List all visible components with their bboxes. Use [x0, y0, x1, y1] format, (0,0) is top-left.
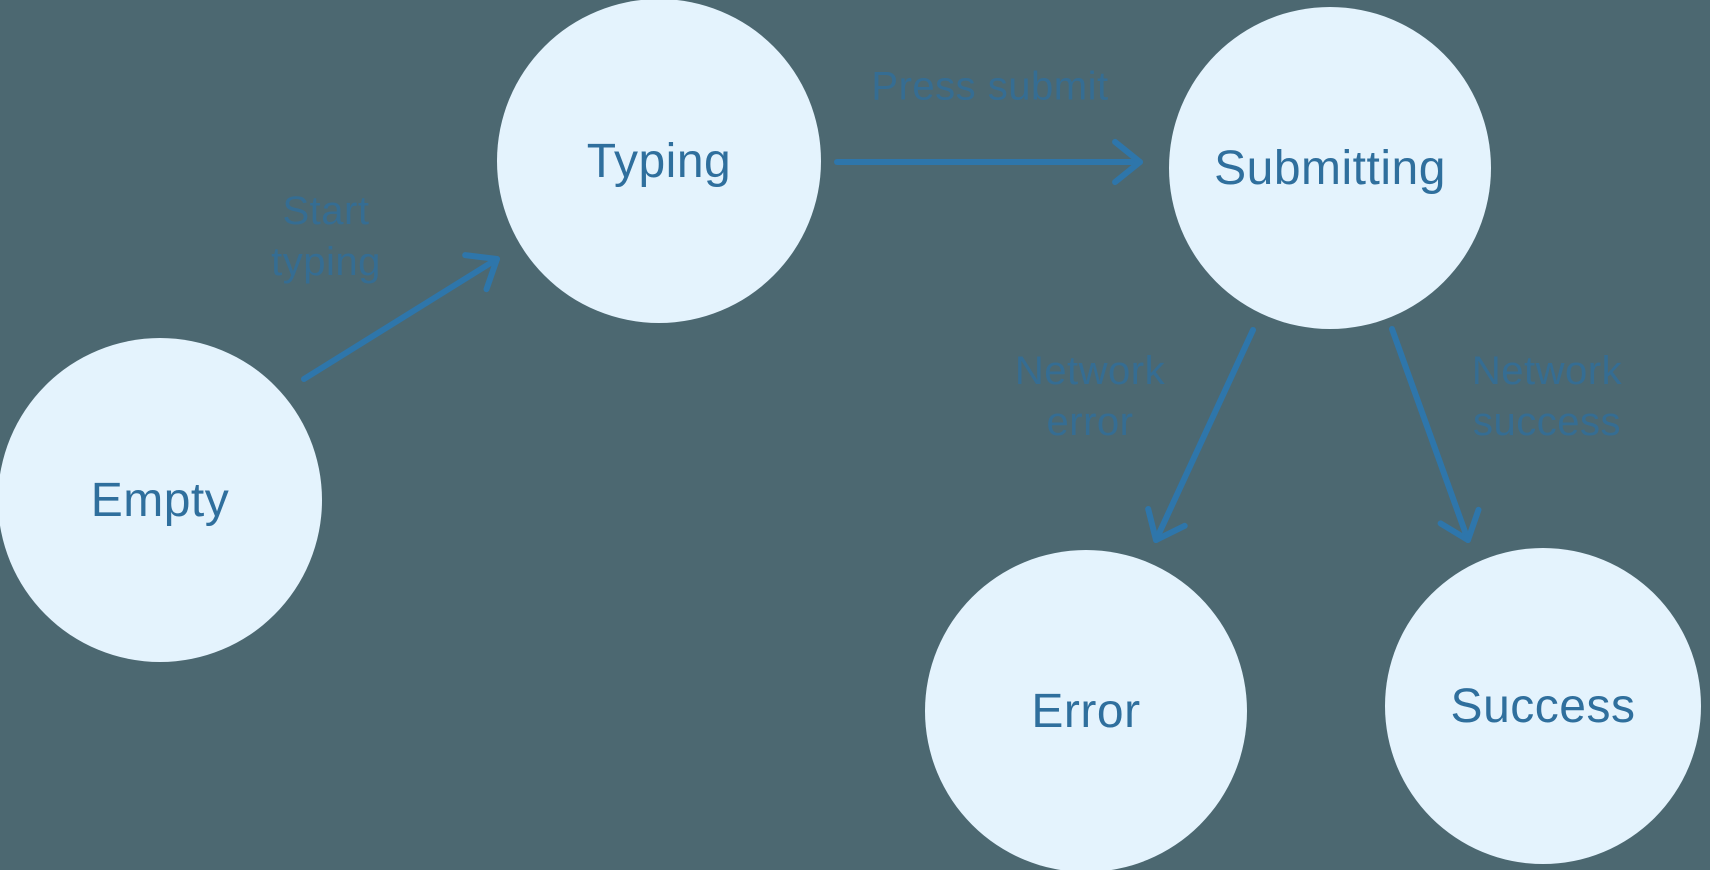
state-node-typing: Typing — [497, 0, 821, 323]
state-node-submitting: Submitting — [1169, 7, 1491, 329]
arrow-shaft-network-error — [1153, 327, 1256, 543]
state-label-success: Success — [1450, 679, 1636, 733]
arrowhead-icon-network-error — [1145, 506, 1188, 543]
state-label-typing: Typing — [586, 134, 732, 188]
arrow-shaft-network-success — [1389, 326, 1471, 543]
arrowhead-icon-network-success — [1437, 506, 1482, 543]
state-node-success: Success — [1385, 548, 1701, 864]
state-node-empty: Empty — [0, 338, 322, 662]
arrowhead-icon-start-typing — [462, 252, 500, 293]
edge-label-start-typing: Start typing — [271, 189, 381, 284]
state-node-error: Error — [925, 550, 1247, 870]
edge-label-network-error: Network error — [1014, 349, 1166, 444]
edge-label-press-submit: Press submit — [871, 64, 1109, 109]
arrowhead-icon-press-submit — [1112, 138, 1143, 186]
edge-label-network-success: Network success — [1471, 349, 1623, 444]
state-label-empty: Empty — [90, 473, 230, 527]
state-label-error: Error — [1031, 684, 1141, 738]
state-label-submitting: Submitting — [1214, 141, 1446, 195]
